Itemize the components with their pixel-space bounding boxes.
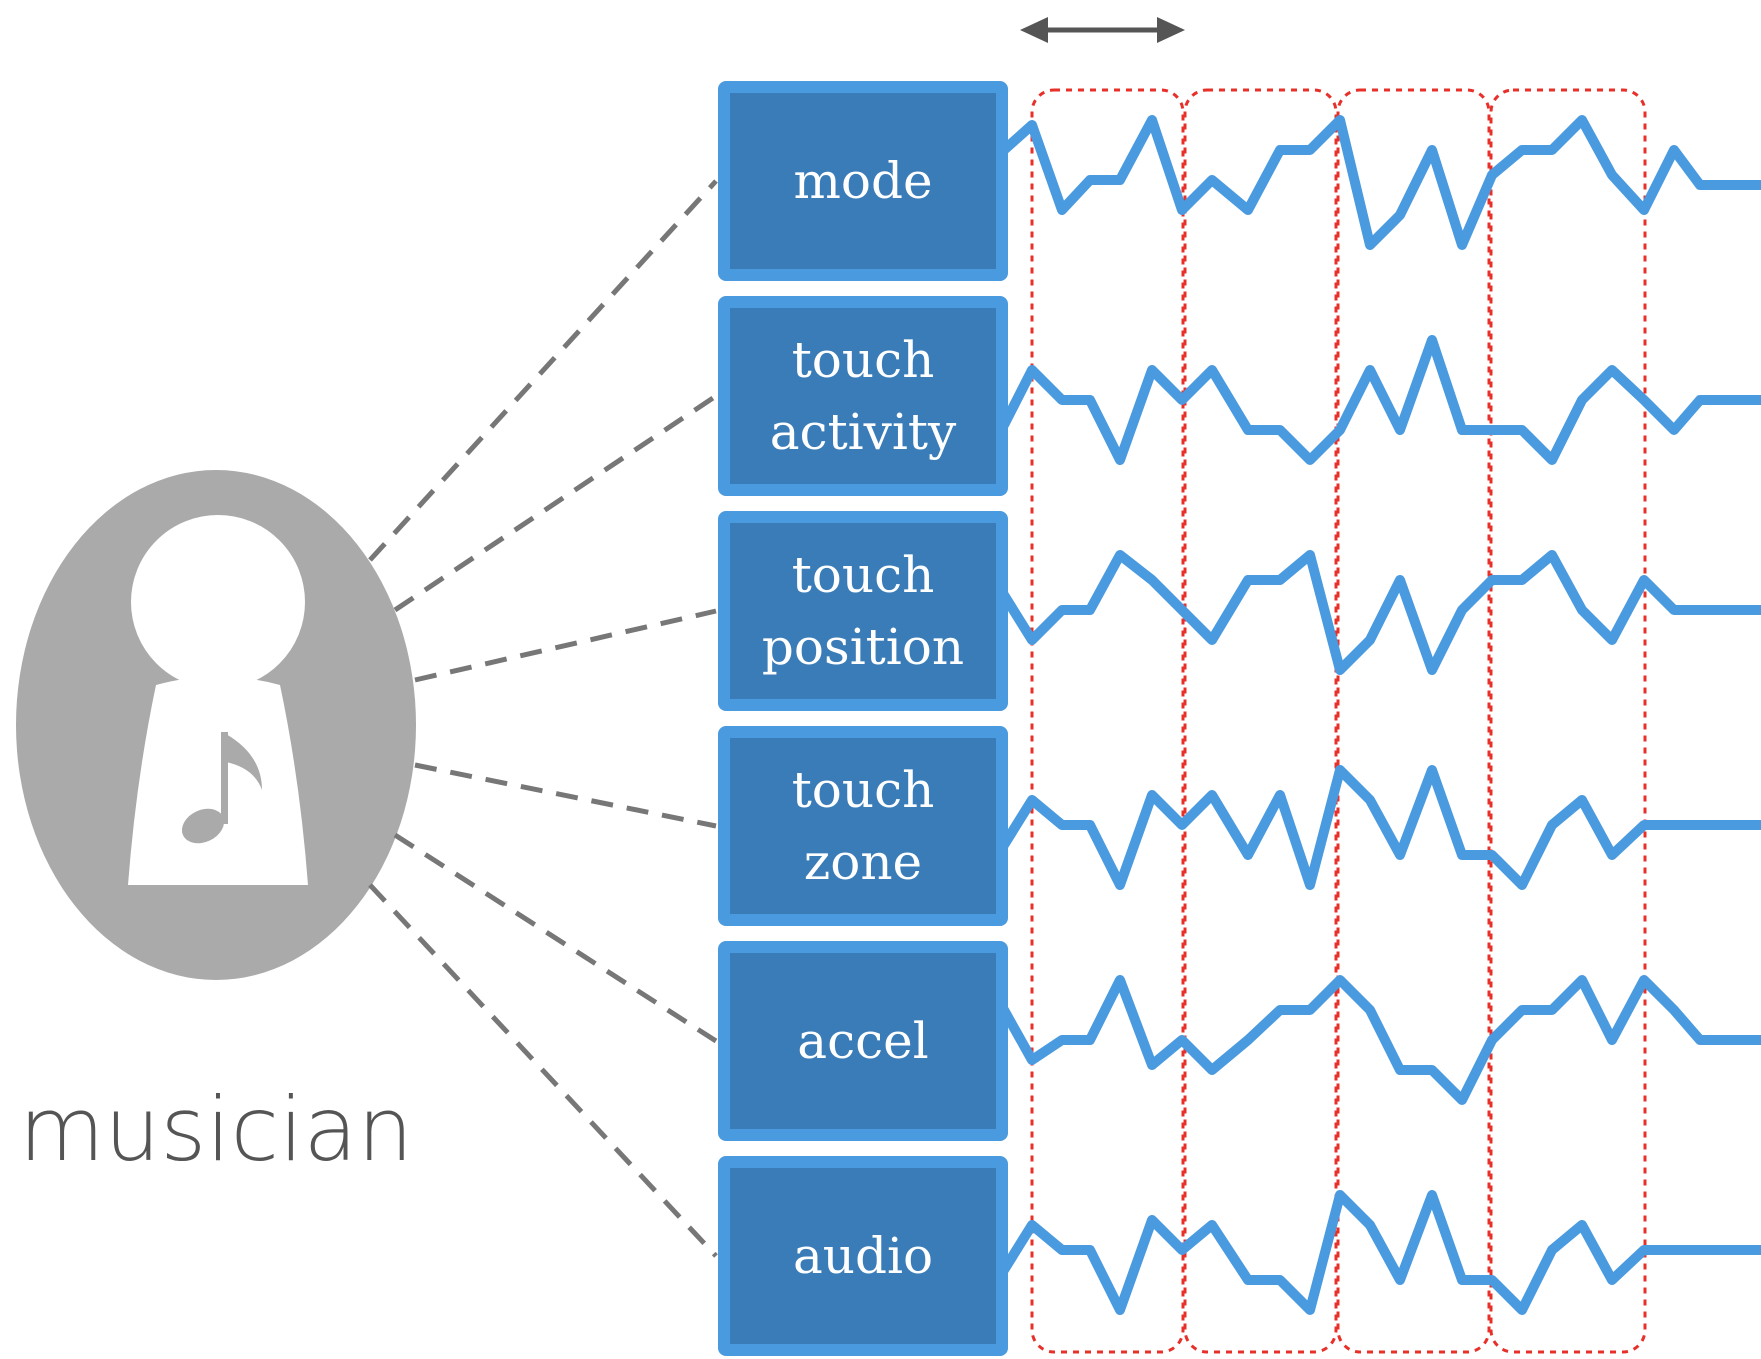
- signal-trace-mode: [999, 115, 1761, 250]
- signal-traces: [999, 115, 1761, 1315]
- signal-trace-accel: [999, 975, 1761, 1105]
- channel-box-touch-activity: touch activity: [718, 296, 1008, 496]
- music-note-icon: [181, 732, 262, 844]
- connector-lines: [368, 179, 718, 1258]
- channel-box-mode: mode: [718, 81, 1008, 281]
- window-width-arrow: [1020, 17, 1185, 43]
- connector-line: [393, 832, 718, 1044]
- channel-label: zone: [804, 833, 922, 891]
- channel-label: touch: [792, 761, 935, 819]
- channel-boxes: mode touch activity touch position touch zone a…: [718, 81, 1008, 1356]
- channel-box-touch-position: touch position: [718, 511, 1008, 711]
- channel-label: touch: [792, 546, 935, 604]
- channel-label: position: [762, 618, 964, 676]
- channel-label: touch: [792, 331, 935, 389]
- channel-label: mode: [793, 152, 932, 210]
- connector-line: [368, 179, 718, 562]
- channel-box-audio: audio: [718, 1156, 1008, 1356]
- time-windows: [1030, 88, 1647, 1354]
- channel-label: accel: [797, 1012, 928, 1070]
- channel-box-accel: accel: [718, 941, 1008, 1141]
- time-window: [1489, 88, 1647, 1354]
- signal-trace-touch-activity: [999, 335, 1761, 465]
- channel-label: activity: [770, 403, 957, 461]
- musician-head: [125, 509, 311, 695]
- signal-trace-touch-zone: [999, 765, 1761, 890]
- musician-label: musician: [19, 1078, 413, 1181]
- connector-line: [368, 883, 718, 1258]
- signal-trace-audio: [999, 1190, 1761, 1315]
- connector-line: [414, 762, 717, 829]
- signal-trace-touch-position: [999, 550, 1761, 675]
- connector-line: [414, 608, 717, 683]
- musician-icon: [16, 470, 416, 980]
- time-window: [1336, 88, 1491, 1354]
- connector-line: [393, 393, 718, 613]
- time-window: [1030, 88, 1185, 1354]
- channel-box-touch-zone: touch zone: [718, 726, 1008, 926]
- channel-label: audio: [793, 1227, 933, 1285]
- musician-body: [128, 676, 308, 885]
- time-window: [1183, 88, 1338, 1354]
